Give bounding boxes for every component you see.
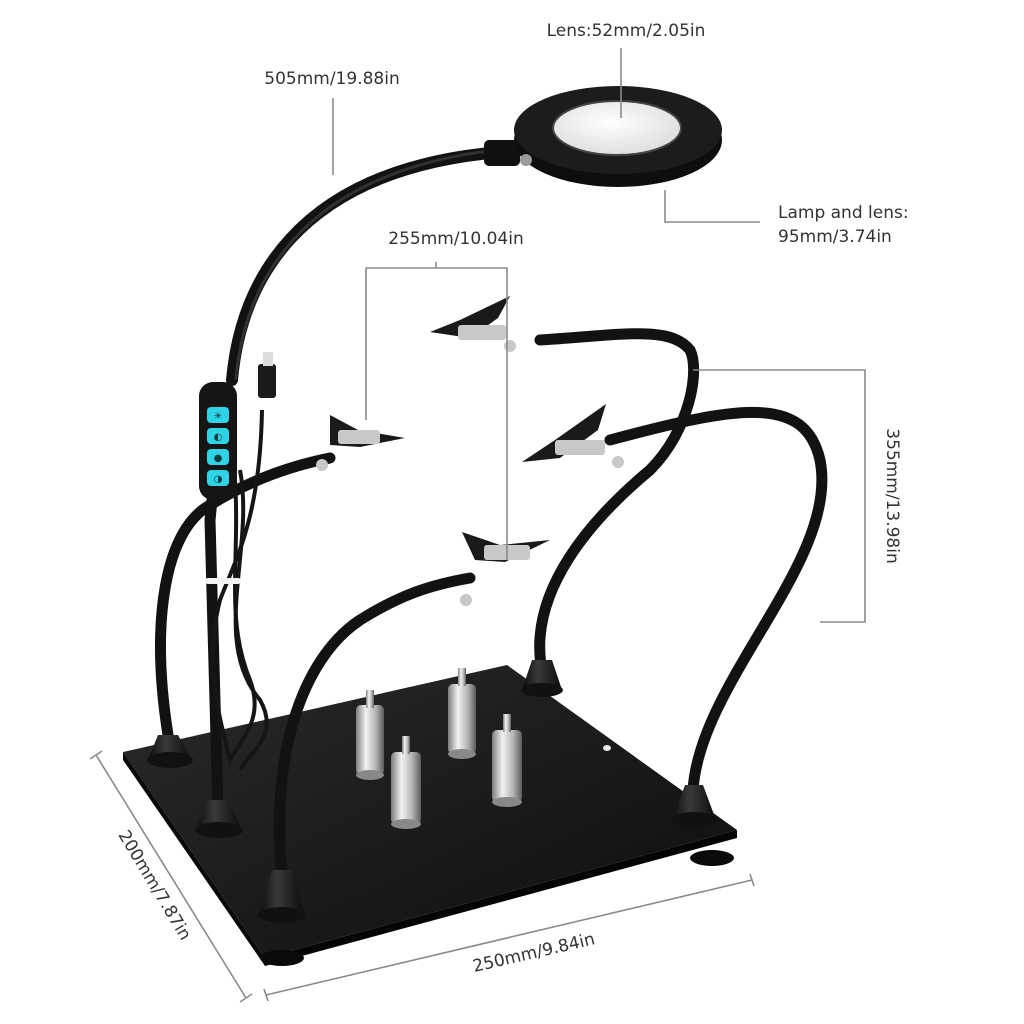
dim-icon: ◐ [207, 428, 229, 444]
svg-text:◑: ◑ [214, 474, 223, 485]
mode-icon: ◑ [207, 470, 229, 486]
pcb-post [356, 690, 384, 780]
alligator-clip [316, 415, 405, 471]
control-box: ☀ ◐ ● ◑ [199, 382, 237, 500]
pcb-post [448, 668, 476, 759]
pcb-post [492, 714, 522, 807]
alligator-clip [430, 296, 516, 352]
pcb-post [391, 736, 421, 829]
svg-text:●: ● [214, 453, 223, 464]
bright-icon: ● [207, 449, 229, 465]
light-icon: ☀ [207, 407, 229, 423]
height-label: 355mm/13.98in [882, 428, 902, 563]
alligator-clip [460, 532, 550, 606]
svg-text:◐: ◐ [214, 432, 223, 443]
lamp-size-label-line2: 95mm/3.74in [778, 227, 892, 247]
dimension-lines [89, 48, 866, 1003]
arm-length-label: 505mm/19.88in [264, 69, 399, 89]
lamp-size-label-line1: Lamp and lens: [778, 203, 909, 223]
gooseneck-arms [155, 146, 828, 881]
pcb-posts [356, 668, 522, 829]
ring-lamp [484, 86, 722, 187]
arm-feet [147, 660, 717, 923]
width-label: 250mm/9.84in [471, 929, 597, 977]
alligator-clip [522, 404, 624, 468]
clip-spacing-label: 255mm/10.04in [388, 229, 523, 249]
lens-diameter-label: Lens:52mm/2.05in [547, 21, 706, 41]
svg-text:☀: ☀ [214, 411, 223, 422]
